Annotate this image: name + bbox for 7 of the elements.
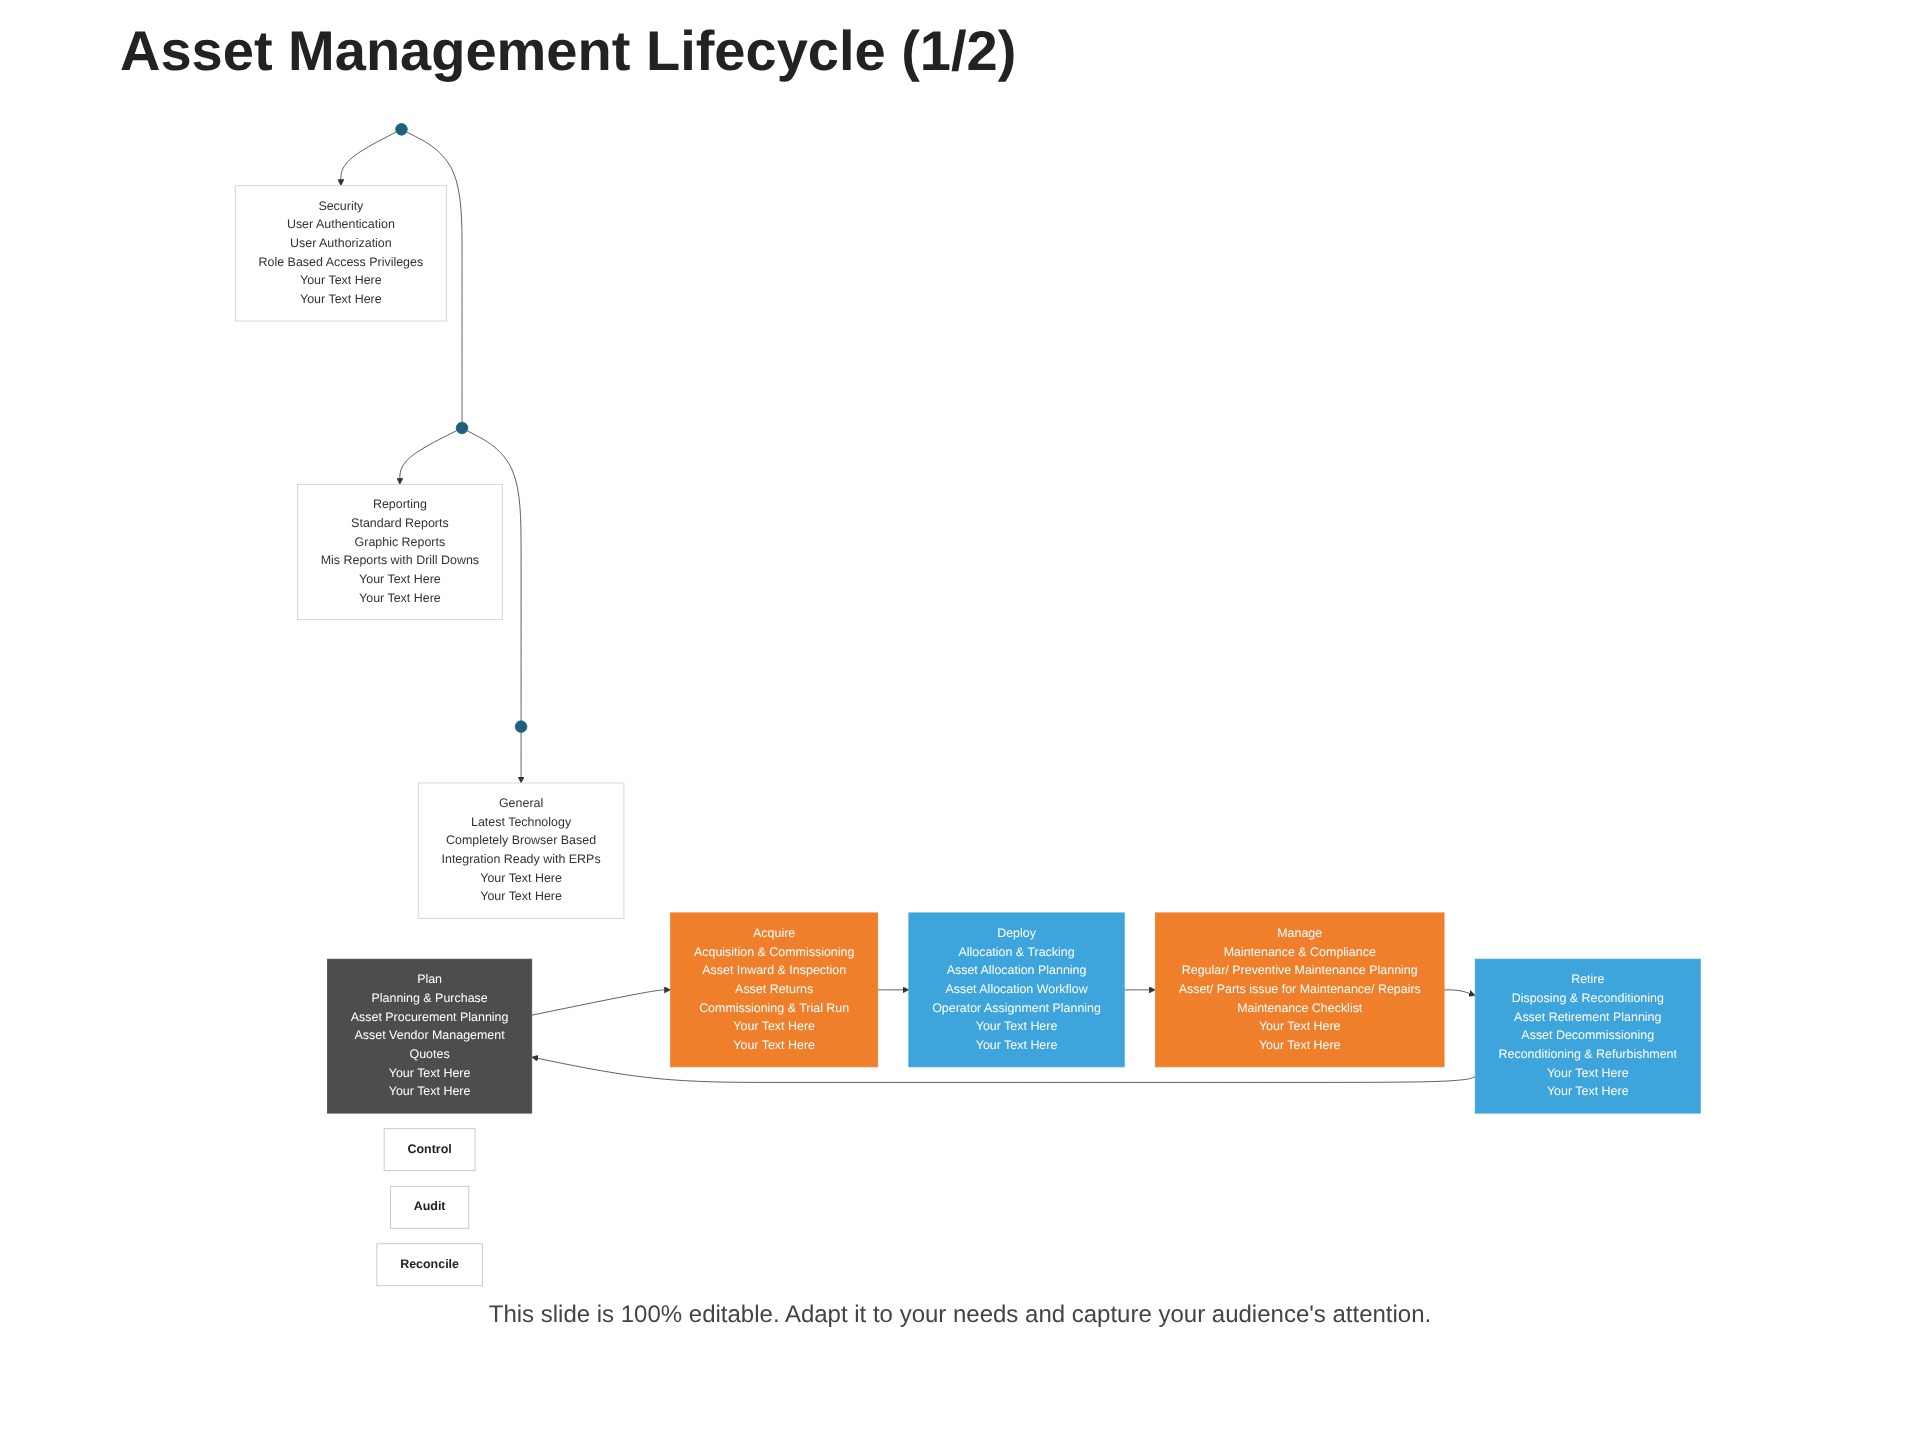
- connector: [406, 131, 463, 423]
- node-circle: [514, 720, 528, 733]
- connector: [466, 430, 522, 722]
- caption: This slide is 100% editable. Adapt it to your needs and capture your audience's attention.: [486, 1300, 1434, 1328]
- node-circle: [455, 421, 469, 435]
- node-circle: [395, 123, 408, 136]
- slide-title: Asset Management Lifecycle (1/2): [120, 20, 1019, 84]
